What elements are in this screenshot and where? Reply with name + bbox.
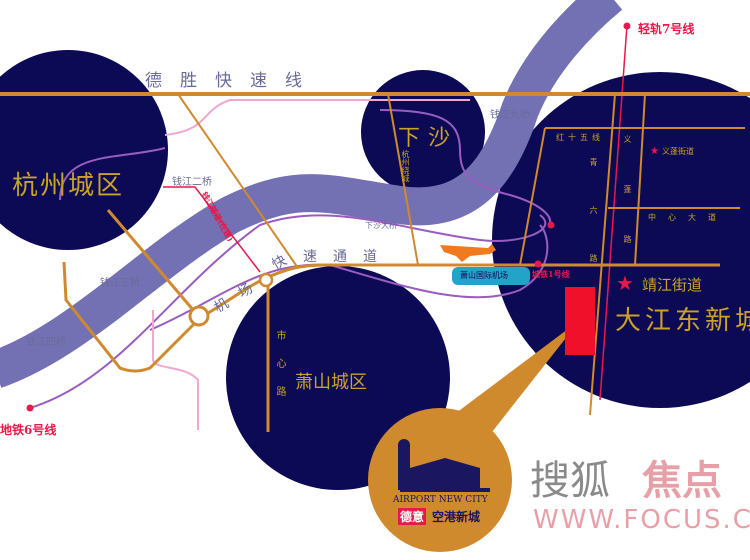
hong15-road-v [519,127,546,266]
tunnel-line [163,186,261,273]
pink-line [164,99,470,136]
shixin-road-label: 市心路 [274,330,285,414]
expressway-char: 通 [333,249,347,265]
star-icon: ★ [650,146,659,157]
xiasha-district-label: 下沙 [398,126,459,151]
bridge-3-label: 钱江三桥 [100,278,140,289]
purple-line-xiasha [379,109,551,226]
interchange-east [258,272,274,288]
bridge-9-label: 钱江九桥 [490,110,530,121]
raocheng-label: 杭州绕城 [401,150,410,182]
diagonal-road-2 [106,209,202,319]
metro-line-6 [29,214,547,409]
logo-brand-text: 德意 [398,508,427,525]
desheng-expressway-label: 德胜快速线 [145,71,320,91]
yipeng-street-label: 义蓬街道 [662,147,694,156]
bridge-2-label: 钱江二桥 [172,177,212,188]
jingjiang-street-label: 靖江街道 [642,276,703,294]
qingliu-road [589,93,616,416]
qingliu-label: 青六路 [589,158,598,302]
metro-line-7-label: 轻轨7号线 [638,22,695,36]
project-site [565,287,595,355]
yipeng-road-label: 义蓬路 [623,135,632,285]
expressway-char: 速 [303,249,317,265]
diagonal-road-1 [177,93,299,269]
purple-line-west [59,147,166,201]
hong15-label: 红十五线 [556,133,604,142]
metro-line-7 [599,24,628,401]
dajiangdong-district-circle [492,72,750,408]
metro-station-icon [534,260,542,268]
bridge-4-label: 钱江四桥 [26,337,66,348]
airport-marker [452,267,530,285]
interchange-west [188,305,210,327]
yipeng-road [634,93,646,266]
hangzhou-district-circle [0,50,168,250]
xiasha-bridge-label: 下沙大桥 [365,221,397,230]
logo-en-text: AIRPORT NEW CITY [393,495,488,505]
building-logo-icon [398,439,490,492]
metro-line-6-label: 地铁6号线 [0,423,57,437]
star-icon: ★ [616,271,634,295]
metro-station-icon [547,221,555,229]
dajiangdong-district-label: 大江东新城 [615,306,750,336]
zhongxin-label: 中心大道 [648,213,728,222]
logo-cn-text: 空港新城 [432,510,481,524]
xiaoshan-district-label: 萧山城区 [295,372,367,393]
metro-line-1-label: 城铁1号线 [532,269,570,279]
raocheng-road [387,93,419,266]
watermark-url: WWW.FOCUS.CN [533,505,750,535]
watermark-focus: 焦点 [642,458,722,504]
west-ring-road [62,261,202,373]
airport-label: 萧山国际机场 [460,271,508,280]
watermark-sohu: 搜狐 [530,458,610,504]
metro-station-icon [623,22,631,30]
airplane-icon [440,244,496,262]
pink-line-south [152,310,199,430]
hangzhou-district-label: 杭州城区 [12,171,125,201]
expressway-char: 道 [363,249,377,265]
metro-station-icon [26,404,34,412]
qiantang-river [0,0,623,388]
